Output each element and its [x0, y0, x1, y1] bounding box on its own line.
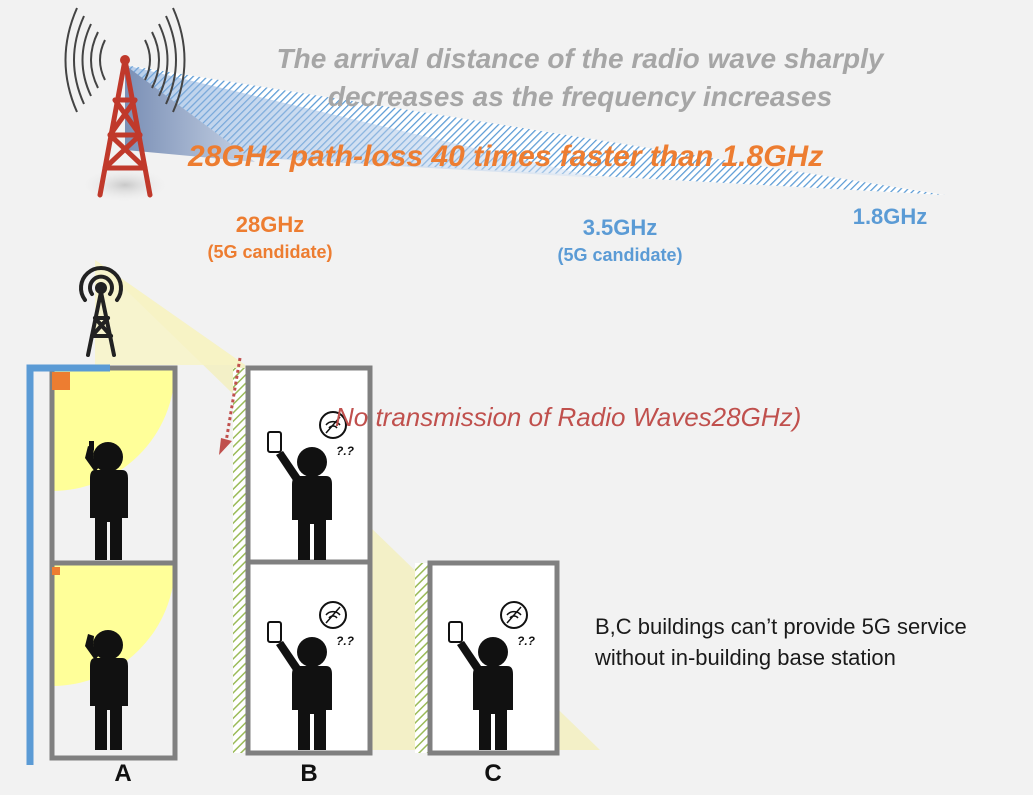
person-phone-icon [85, 441, 128, 560]
beam-3-5ghz [125, 65, 600, 178]
building-label-c: C [484, 760, 502, 787]
headline: The arrival distance of the radio wave s… [190, 40, 970, 116]
beam-28ghz [125, 65, 255, 162]
beam-1-8ghz [125, 65, 945, 195]
building-label-b: B [300, 760, 318, 787]
svg-text:?.?: ?.? [336, 444, 355, 458]
no-signal-bubble-icon: ?.? [319, 411, 355, 458]
no-signal-bubble-icon: ?.? [319, 601, 355, 648]
freq-28ghz-note: (5G candidate) [207, 242, 333, 262]
freq-28ghz-value: 28GHz [235, 212, 305, 237]
freq-label-1-8ghz: 1.8GHz [852, 204, 928, 229]
freq-label-28ghz: 28GHz (5G candidate) [170, 212, 370, 263]
small-tower-icon [79, 266, 123, 357]
service-note: B,C buildings can’t provide 5G service w… [595, 614, 967, 670]
no-signal-bubble-icon: ?.? [500, 601, 536, 648]
freq-3-5ghz-note: (5G candidate) [557, 245, 683, 265]
propagation-beams [125, 65, 945, 195]
headline-line-1: The arrival distance of the radio wave s… [276, 43, 884, 74]
coverage-cone-outer [95, 260, 245, 365]
person-no-signal-c: ?.? [448, 601, 536, 750]
fiber-line [26, 364, 110, 765]
base-station-marker-top [52, 372, 70, 390]
blocked-signal-arrow [219, 357, 242, 455]
person-no-signal-b-bottom: ?.? [267, 601, 355, 750]
quarter-glow-bottom [52, 563, 175, 686]
wall-c [415, 563, 428, 753]
pathloss-text: 28GHz path-loss 40 times faster than 1.8… [188, 140, 824, 173]
building-label-a: A [114, 760, 132, 787]
quarter-glow-top [52, 368, 175, 491]
radio-tower-icon [64, 7, 186, 203]
person-no-signal-b-top: ?.? [267, 411, 355, 560]
svg-text:?.?: ?.? [336, 634, 355, 648]
no-transmission-text: No transmission of Radio Waves28GHz) [335, 402, 802, 432]
svg-text:?.?: ?.? [517, 634, 536, 648]
building-a [26, 364, 178, 765]
freq-label-3-5ghz: 3.5GHz (5G candidate) [500, 215, 740, 266]
freq-3-5ghz-value: 3.5GHz [582, 215, 658, 240]
headline-line-2: decreases as the frequency increases [327, 81, 833, 112]
base-station-marker-bottom [52, 567, 60, 575]
wall-b [233, 368, 246, 753]
person-phone-icon [85, 630, 128, 750]
